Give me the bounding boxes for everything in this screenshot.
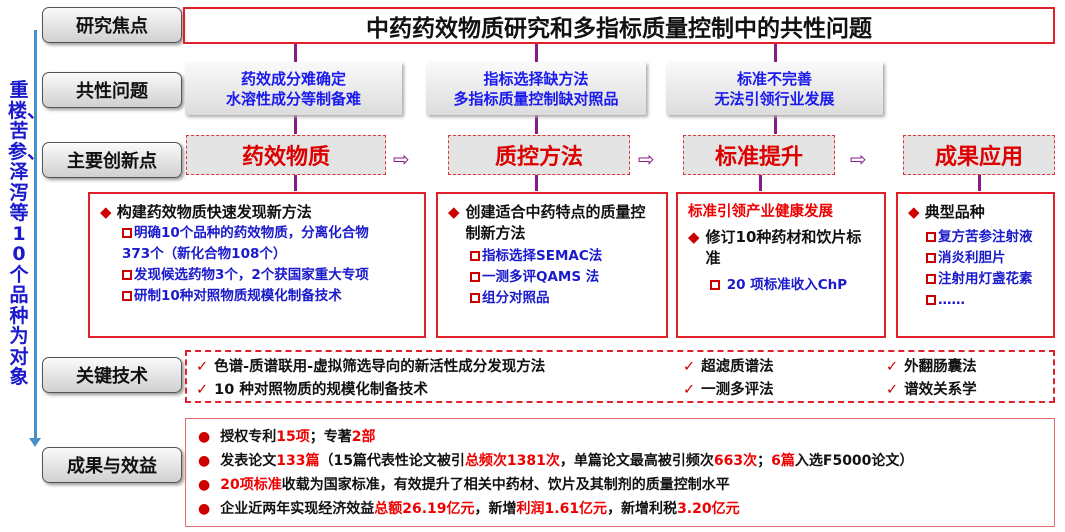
result-text: 发表论文	[220, 453, 277, 469]
result-text: 15项	[276, 429, 310, 445]
label-problems: 共性问题	[42, 72, 182, 108]
result-text: 2部	[351, 429, 376, 445]
result-text: （15篇代表性论文被引	[319, 453, 465, 469]
result-text: 企业近两年实现经济效益	[220, 501, 375, 517]
right-arrow-icon: ⇨	[393, 147, 410, 171]
connector	[294, 175, 297, 191]
result-item: ●20项标准收载为国家标准，有效提升了相关中药材、饮片及其制剂的质量控制水平	[198, 477, 730, 493]
result-text: ，单篇论文最高被引频次	[559, 453, 714, 469]
result-text: 收载为国家标准，有效提升了相关中药材、饮片及其制剂的质量控制水平	[281, 477, 730, 493]
result-text: ；专著	[309, 429, 352, 445]
detail-box-1: ◆ 构建药效物质快速发现新方法 明确10个品种的药效物质，分离化合物 373个（…	[88, 192, 426, 338]
problem-2: 指标选择缺方法多指标质量控制缺对照品	[426, 62, 646, 115]
result-item: ●企业近两年实现经济效益总额26.19亿元，新增利润1.61亿元，新增利税3.2…	[198, 501, 740, 517]
result-text: 总频次1381次	[464, 453, 560, 469]
label-focus: 研究焦点	[42, 7, 182, 43]
innovation-3: 标准提升	[683, 135, 835, 175]
result-text: 3.20亿元	[677, 501, 740, 517]
tech-item: ✓超滤质谱法	[683, 359, 774, 375]
result-text: 利润1.61亿元	[516, 501, 608, 517]
side-arrow-head	[29, 438, 41, 447]
connector	[759, 175, 762, 191]
label-tech: 关键技术	[42, 357, 182, 393]
result-text: 6篇	[771, 453, 795, 469]
innovation-4: 成果应用	[903, 135, 1055, 175]
result-text: 授权专利	[220, 429, 277, 445]
tech-item: ✓谱效关系学	[886, 382, 977, 398]
tech-item: ✓外翻肠囊法	[886, 359, 977, 375]
label-results: 成果与效益	[42, 447, 182, 483]
tech-item: ✓色谱-质谱联用-虚拟筛选导向的新活性成分发现方法	[196, 359, 546, 375]
tech-item: ✓一测多评法	[683, 382, 774, 398]
side-text: 重楼、苦参、泽泻等10个品种为对象	[8, 79, 47, 388]
right-arrow-icon: ⇨	[850, 147, 867, 171]
detail-box-3: 标准引领产业健康发展 ◆修订10种药材和饮片标准 20 项标准收入ChP	[676, 192, 886, 338]
label-innovation: 主要创新点	[42, 142, 182, 178]
results-box: ●授权专利15项；专著2部 ●发表论文133篇（15篇代表性论文被引总频次1381…	[185, 418, 1055, 527]
result-item: ●发表论文133篇（15篇代表性论文被引总频次1381次，单篇论文最高被引频次6…	[198, 453, 914, 469]
result-item: ●授权专利15项；专著2部	[198, 429, 376, 445]
result-text: 663次	[713, 453, 758, 469]
result-text: 总额26.19亿元	[374, 501, 475, 517]
connector	[978, 175, 981, 191]
result-text: 20项标准	[220, 477, 282, 493]
side-arrow-line	[34, 30, 37, 440]
result-text: ，新增利税	[607, 501, 678, 517]
detail-box-4: ◆ 典型品种 复方苦参注射液 消炎利胆片 注射用灯盏花素 ……	[896, 192, 1055, 338]
problem-1: 药效成分难确定水溶性成分等制备难	[185, 62, 402, 115]
title-box: 中药药效物质研究和多指标质量控制中的共性问题	[183, 7, 1055, 44]
tech-box	[185, 350, 1055, 403]
right-arrow-icon: ⇨	[638, 147, 655, 171]
result-text: 入选F5000论文）	[794, 453, 914, 469]
detail-box-2: ◆创建适合中药特点的质量控制新方法 指标选择SEMAC法 一测多评QAMS 法 …	[436, 192, 668, 338]
innovation-1: 药效物质	[186, 135, 386, 175]
result-text: ，新增	[474, 501, 517, 517]
result-text: ；	[757, 453, 772, 469]
tech-item: ✓10 种对照物质的规模化制备技术	[196, 382, 428, 398]
problem-3: 标准不完善无法引领行业发展	[666, 62, 883, 115]
innovation-2: 质控方法	[448, 135, 630, 175]
connector	[535, 175, 538, 191]
result-text: 133篇	[276, 453, 320, 469]
